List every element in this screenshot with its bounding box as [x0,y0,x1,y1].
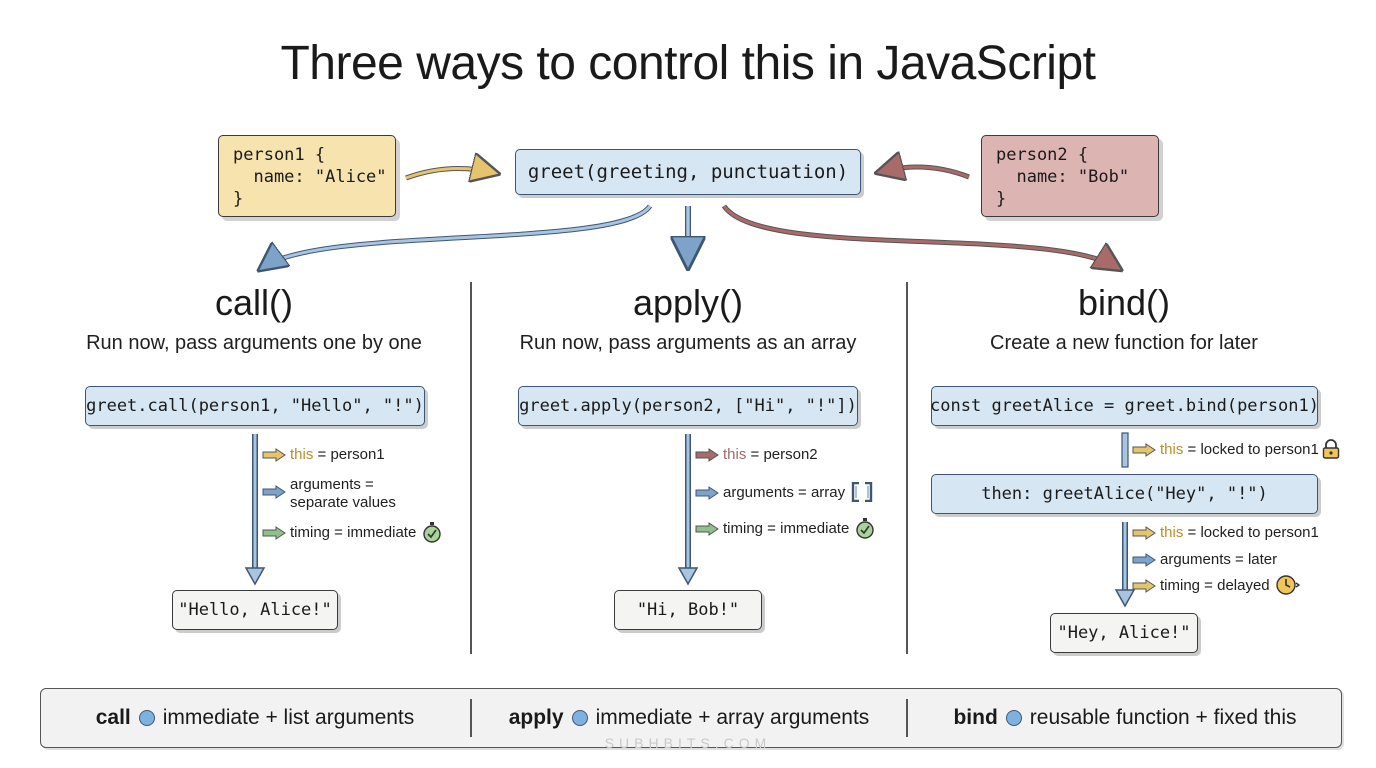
call-this-value: = person1 [313,446,385,463]
summary-bar [40,688,1342,748]
call-prop-timing: timing = immediate [262,522,442,543]
greet-signature-box: greet(greeting, punctuation) [515,149,861,195]
bind-subtitle: Create a new function for later [990,332,1258,354]
call-timing-text: timing = immediate [290,524,417,541]
bind-heading: bind() [1077,282,1171,323]
summary-call: call immediate + list arguments [40,688,470,748]
summary-divider-right [906,699,908,737]
arrow-to-bind [721,204,1120,271]
person1-line1: person1 { [233,145,326,165]
summary-bind: bind reusable function + fixed this [908,688,1342,748]
summary-apply: apply immediate + array arguments [472,688,906,748]
bind-code-box: const greetAlice = greet.bind(person1) [930,386,1319,426]
person2-line2: name: "Bob" [996,167,1130,187]
delayed-clock-icon [1275,575,1300,595]
summary-divider-left [470,699,472,737]
green-arrow-icon [695,522,719,536]
blue-arrow-icon [695,486,719,500]
bind-this-keyword: this [1160,524,1184,541]
apply-heading: apply() [632,282,744,323]
person1-line3: } [233,189,244,209]
watermark: SUBHBITS.COM [604,735,772,751]
lock-icon [1322,439,1340,459]
bind-lock-connector [1121,432,1129,468]
yellow-arrow-icon [262,448,286,462]
bind-flow-arrow [1114,522,1136,608]
bind-this-value: = locked to person1 [1183,524,1319,541]
call-subtitle: Run now, pass arguments one by one [86,332,422,354]
call-code-box: greet.call(person1, "Hello", "!") [85,386,425,426]
column-divider-right [906,282,908,654]
bind-prop-timing: timing = delayed [1132,575,1300,596]
apply-this-value: = person2 [746,446,818,463]
call-heading: call() [215,282,293,323]
array-brackets-icon [851,482,873,502]
red-arrow-icon [695,448,719,462]
person1-object: person1 { name: "Alice"} [218,135,396,217]
summary-bind-name: bind [953,706,998,729]
apply-prop-timing: timing = immediate [695,518,875,539]
call-args-line1: arguments = [290,476,374,493]
stopwatch-icon [856,518,875,539]
bind-locked-this: this = locked to person1 [1132,439,1340,459]
bullet-dot-icon [138,710,155,726]
call-args-line2: separate values [290,494,396,511]
call-flow-arrow [244,434,266,586]
call-prop-arguments: arguments =separate values [262,476,396,512]
apply-prop-this: this = person2 [695,446,818,464]
blue-arrow-icon [262,485,286,499]
yellow-arrow-icon [1132,443,1156,457]
person2-line1: person2 { [996,145,1089,165]
apply-prop-arguments: arguments = array [695,482,873,502]
flow-arrows [0,0,1376,300]
summary-call-name: call [95,706,131,729]
summary-apply-desc: immediate + array arguments [595,706,870,729]
bullet-dot-icon [1005,710,1022,726]
yellow-arrow-icon [1132,579,1156,593]
apply-flow-arrow [677,434,699,586]
summary-call-desc: immediate + list arguments [162,706,415,729]
person2-line3: } [996,189,1007,209]
bind-prop-this: this = locked to person1 [1132,524,1319,542]
bind-then-code-box: then: greetAlice("Hey", "!") [931,474,1318,514]
apply-this-keyword: this [723,446,747,463]
bind-result-box: "Hey, Alice!" [1050,613,1198,653]
bind-timing-text: timing = delayed [1160,577,1270,594]
yellow-arrow-icon [1132,526,1156,540]
summary-apply-name: apply [508,706,564,729]
apply-subtitle: Run now, pass arguments as an array [519,332,857,354]
summary-bind-desc: reusable function + fixed this [1029,706,1297,729]
green-arrow-icon [262,526,286,540]
bind-locked-value: = locked to person1 [1183,441,1319,458]
call-result-box: "Hello, Alice!" [172,590,338,630]
bullet-dot-icon [571,710,588,726]
bind-locked-keyword: this [1160,441,1184,458]
person1-line2: name: "Alice" [233,167,387,187]
page-title: Three ways to control this in JavaScript [280,37,1096,90]
call-prop-this: this = person1 [262,446,385,464]
bind-prop-arguments: arguments = later [1132,551,1277,569]
apply-args-text: arguments = array [723,484,846,501]
apply-result-box: "Hi, Bob!" [614,590,762,630]
apply-code-box: greet.apply(person2, ["Hi", "!"]) [518,386,858,426]
apply-timing-text: timing = immediate [723,520,850,537]
bind-args-text: arguments = later [1160,551,1278,568]
person2-object: person2 { name: "Bob"} [981,135,1159,217]
stopwatch-icon [423,522,442,543]
call-this-keyword: this [290,446,314,463]
blue-arrow-icon [1132,553,1156,567]
column-divider-left [470,282,472,654]
